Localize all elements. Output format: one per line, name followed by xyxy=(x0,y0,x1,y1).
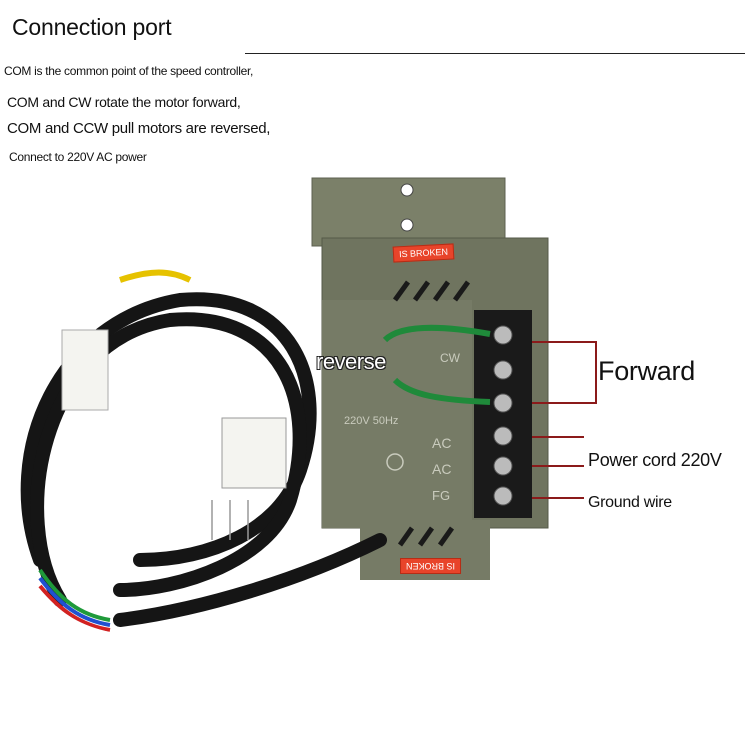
panel-label-ac1: AC xyxy=(432,435,451,451)
mount-hole-top xyxy=(400,183,414,197)
panel-label-220v: 220V 50Hz xyxy=(344,415,398,427)
callout-forward: Forward xyxy=(598,356,695,386)
connector-plug-left xyxy=(61,329,109,411)
housing-front-face xyxy=(322,300,472,528)
description-line-4: Connect to 220V AC power xyxy=(9,150,147,164)
callout-reverse: reverse xyxy=(316,349,386,374)
top-vents xyxy=(392,280,471,302)
connector-plug xyxy=(221,417,287,489)
description-line-2: COM and CW rotate the motor forward, xyxy=(7,94,241,110)
black-cable xyxy=(20,292,387,627)
title-divider xyxy=(245,53,745,54)
panel-label-fg: FG xyxy=(432,488,450,503)
warning-tag-bottom: IS BROKEN xyxy=(400,558,462,574)
panel-label-cw: CW xyxy=(440,351,461,365)
description-line-1: COM is the common point of the speed con… xyxy=(4,64,254,78)
description-line-3: COM and CCW pull motors are reversed, xyxy=(7,120,271,137)
panel-ground-symbol xyxy=(386,453,404,471)
terminal-screws xyxy=(493,325,513,506)
mount-hole-mid xyxy=(400,218,414,232)
callout-ground-wire: Ground wire xyxy=(588,494,672,511)
warning-tag-top: IS BROKEN xyxy=(392,243,455,263)
callout-lines xyxy=(532,341,597,499)
green-wire-1 xyxy=(382,324,491,343)
green-wire-2 xyxy=(392,377,491,405)
callout-power-cord: Power cord 220V xyxy=(588,450,722,470)
speed-controller-photo: CW 220V 50Hz AC AC FG xyxy=(20,177,597,636)
bottom-vents xyxy=(397,526,455,547)
page-title: Connection port xyxy=(12,14,172,40)
panel-label-ac2: AC xyxy=(432,461,451,477)
terminal-block xyxy=(474,310,532,518)
colored-wires xyxy=(38,269,192,636)
